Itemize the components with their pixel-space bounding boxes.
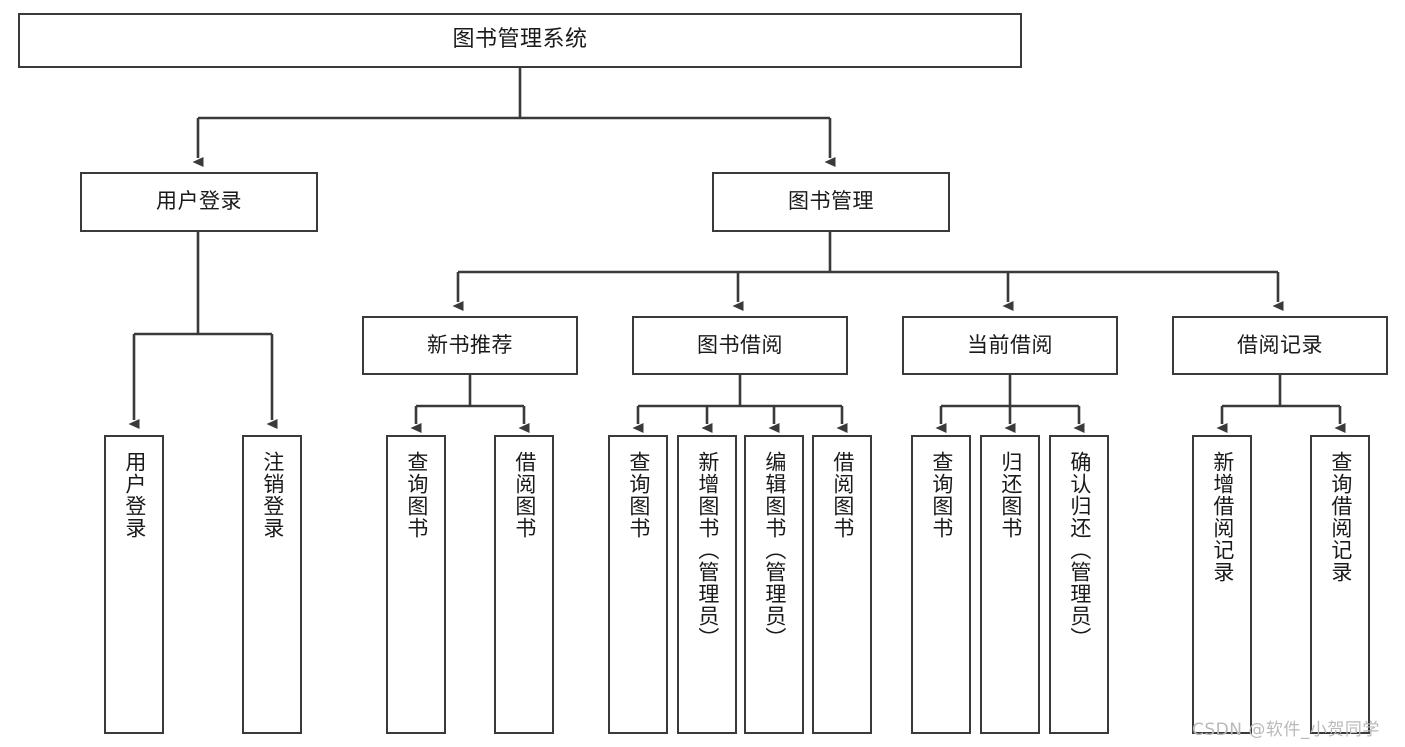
node-leaf-borrow-book-2-label: 借阅图书: [830, 451, 855, 539]
node-leaf-query-book-1-label: 查询图书: [404, 451, 429, 539]
node-leaf-query-book-2-label: 查询图书: [626, 451, 651, 539]
node-book-borrow-label: 图书借阅: [697, 332, 783, 357]
node-leaf-add-record[interactable]: 新增借阅记录: [1192, 435, 1252, 734]
node-leaf-logout-login[interactable]: 注销登录: [242, 435, 302, 734]
node-leaf-add-book-label: 新增图书（管理员）: [695, 451, 720, 649]
node-leaf-add-book[interactable]: 新增图书（管理员）: [677, 435, 737, 734]
node-leaf-query-book-2[interactable]: 查询图书: [608, 435, 668, 734]
node-leaf-add-record-label: 新增借阅记录: [1210, 451, 1235, 583]
node-current-borrow-label: 当前借阅: [967, 332, 1053, 357]
node-leaf-return-book[interactable]: 归还图书: [980, 435, 1040, 734]
csdn-watermark: CSDN @软件_小贺同学: [1192, 720, 1380, 740]
node-leaf-logout-login-label: 注销登录: [260, 451, 285, 539]
node-leaf-confirm-return-label: 确认归还（管理员）: [1067, 451, 1092, 649]
node-root-book-management-system[interactable]: 图书管理系统: [18, 13, 1022, 68]
node-leaf-borrow-book-2[interactable]: 借阅图书: [812, 435, 872, 734]
node-leaf-user-login-label: 用户登录: [122, 451, 147, 539]
node-user-login-label: 用户登录: [156, 189, 242, 214]
node-book-management[interactable]: 图书管理: [712, 172, 950, 232]
node-book-borrow[interactable]: 图书借阅: [632, 316, 848, 375]
node-new-book-recommend[interactable]: 新书推荐: [362, 316, 578, 375]
node-borrow-record-label: 借阅记录: [1237, 332, 1323, 357]
node-leaf-confirm-return[interactable]: 确认归还（管理员）: [1049, 435, 1109, 734]
node-leaf-edit-book[interactable]: 编辑图书（管理员）: [744, 435, 804, 734]
node-borrow-record[interactable]: 借阅记录: [1172, 316, 1388, 375]
node-leaf-borrow-book-1-label: 借阅图书: [512, 451, 537, 539]
node-leaf-borrow-book-1[interactable]: 借阅图书: [494, 435, 554, 734]
node-leaf-return-book-label: 归还图书: [998, 451, 1023, 539]
node-leaf-query-book-3[interactable]: 查询图书: [911, 435, 971, 734]
node-root-label: 图书管理系统: [452, 27, 588, 53]
node-user-login[interactable]: 用户登录: [80, 172, 318, 232]
node-leaf-query-book-3-label: 查询图书: [929, 451, 954, 539]
node-new-book-recommend-label: 新书推荐: [427, 332, 513, 357]
node-leaf-query-record-label: 查询借阅记录: [1328, 451, 1353, 583]
node-leaf-edit-book-label: 编辑图书（管理员）: [762, 451, 787, 649]
node-book-management-label: 图书管理: [788, 189, 874, 214]
node-current-borrow[interactable]: 当前借阅: [902, 316, 1118, 375]
node-leaf-query-book-1[interactable]: 查询图书: [386, 435, 446, 734]
node-leaf-user-login[interactable]: 用户登录: [104, 435, 164, 734]
node-leaf-query-record[interactable]: 查询借阅记录: [1310, 435, 1370, 734]
